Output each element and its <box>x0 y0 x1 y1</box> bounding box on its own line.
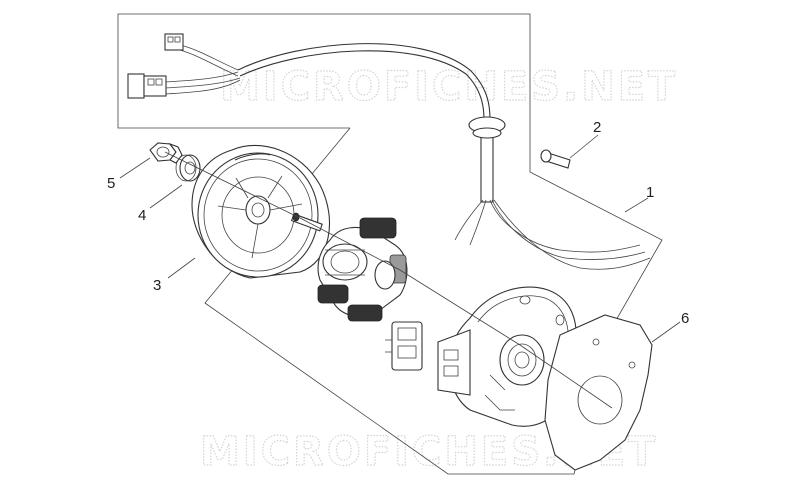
callout-6: 6 <box>651 310 689 343</box>
callout-2: 2 <box>569 119 601 159</box>
rotor-bolt <box>290 212 323 232</box>
callout-4: 4 <box>138 184 183 224</box>
stator <box>317 217 408 322</box>
callout-label-5: 5 <box>107 175 115 192</box>
callout-label-6: 6 <box>681 310 689 327</box>
wiring-harness <box>127 33 651 270</box>
connector-small <box>164 33 184 51</box>
connector-large-b <box>143 75 167 97</box>
callout-label-3: 3 <box>153 277 161 294</box>
stator-plate <box>437 286 577 427</box>
callout-3: 3 <box>153 257 196 294</box>
pickup-coil <box>385 321 423 371</box>
callout-label-1: 1 <box>646 184 654 201</box>
gasket <box>544 314 653 471</box>
bolt <box>540 149 571 169</box>
connector-large-a <box>127 73 145 99</box>
callout-label-4: 4 <box>138 207 146 224</box>
watermark-top: MICROFICHES.NET <box>220 64 678 110</box>
flywheel-rotor <box>191 144 331 279</box>
nut <box>149 142 183 164</box>
callout-5: 5 <box>107 157 151 192</box>
callout-1: 1 <box>624 184 654 213</box>
axis-line <box>164 151 613 409</box>
callout-label-2: 2 <box>593 119 601 136</box>
assembly-outline <box>117 13 663 475</box>
